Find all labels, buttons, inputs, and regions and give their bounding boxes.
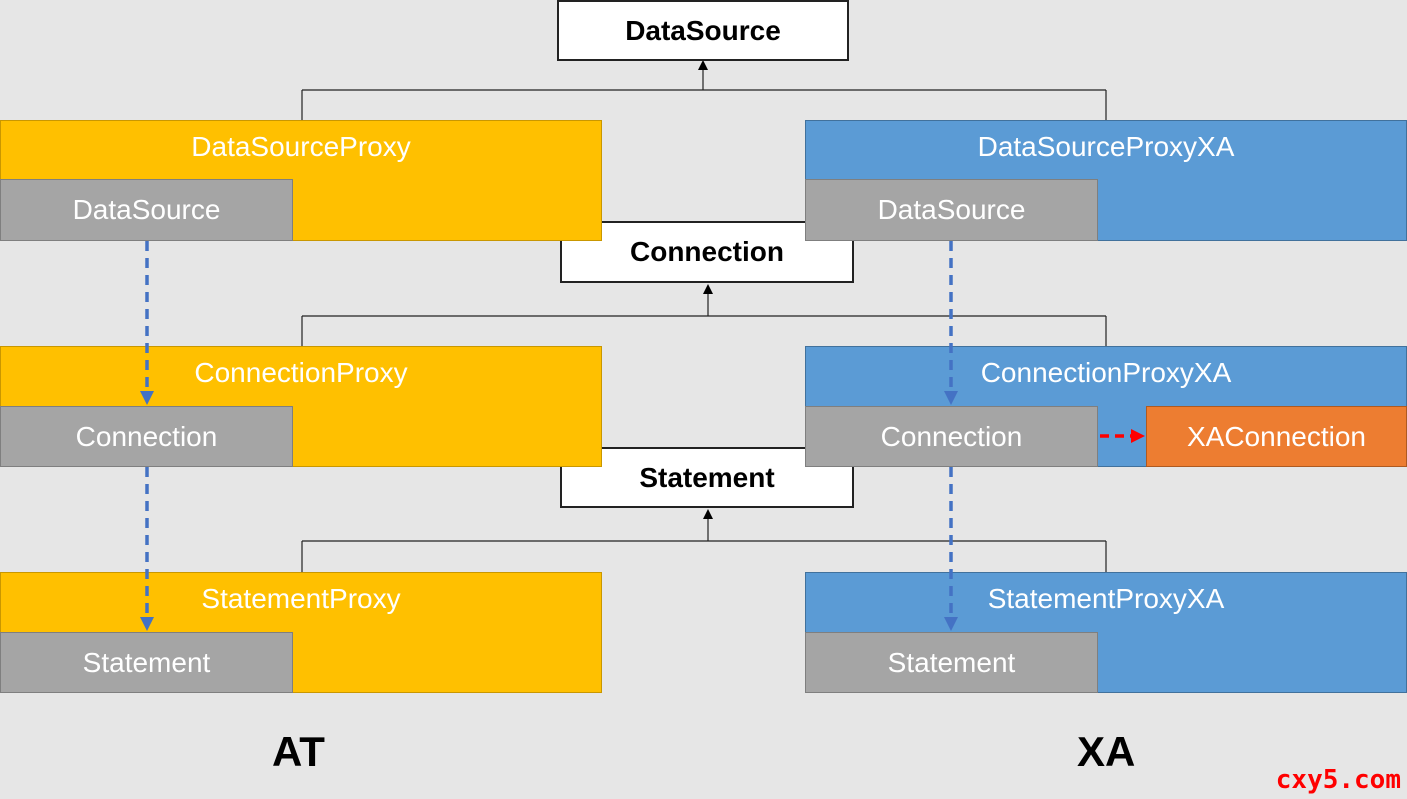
- xa-connection-inner: Connection: [805, 406, 1098, 467]
- xa-connection-extra: XAConnection: [1146, 406, 1407, 467]
- at-datasource-inner: DataSource: [0, 179, 293, 241]
- xa-datasource-inner: DataSource: [805, 179, 1098, 241]
- xa-datasource-proxy-title: DataSourceProxyXA: [977, 131, 1235, 162]
- xa-connection-extra-label: XAConnection: [1186, 420, 1366, 452]
- xa-connection-inner-label: Connection: [880, 420, 1023, 452]
- at-statement-proxy-title: StatementProxy: [201, 583, 401, 614]
- watermark: cxy5.com: [1275, 765, 1401, 795]
- statement-interface-label: Statement: [639, 461, 775, 493]
- at-connection-inner: Connection: [0, 406, 293, 467]
- at-connection-proxy-title: ConnectionProxy: [194, 357, 408, 388]
- at-connection-inner-label: Connection: [75, 420, 218, 452]
- connection-interface-box: Connection: [560, 221, 854, 283]
- xa-connection-proxy-title: ConnectionProxyXA: [980, 357, 1232, 388]
- xa-datasource-inner-label: DataSource: [877, 194, 1026, 225]
- statement-inheritance-lines: [301, 509, 1107, 572]
- at-side-label: AT: [272, 728, 325, 775]
- xa-statement-proxy-title: StatementProxyXA: [987, 583, 1225, 614]
- datasource-arrowhead: [698, 60, 708, 70]
- connection-inheritance-lines: [301, 284, 1107, 346]
- datasource-interface-label: DataSource: [625, 14, 781, 46]
- datasource-inheritance-lines: [301, 60, 1107, 120]
- datasource-interface-box: DataSource: [557, 0, 849, 61]
- connection-arrowhead: [703, 284, 713, 294]
- at-statement-inner-label: Statement: [82, 646, 211, 678]
- at-datasource-proxy-title: DataSourceProxy: [191, 131, 411, 162]
- at-datasource-inner-label: DataSource: [72, 194, 221, 225]
- connection-interface-label: Connection: [630, 236, 784, 267]
- xa-side-label: XA: [1077, 728, 1136, 775]
- at-statement-inner: Statement: [0, 632, 293, 693]
- statement-arrowhead: [703, 509, 713, 519]
- xa-statement-inner-label: Statement: [887, 646, 1016, 678]
- xa-statement-inner: Statement: [805, 632, 1098, 693]
